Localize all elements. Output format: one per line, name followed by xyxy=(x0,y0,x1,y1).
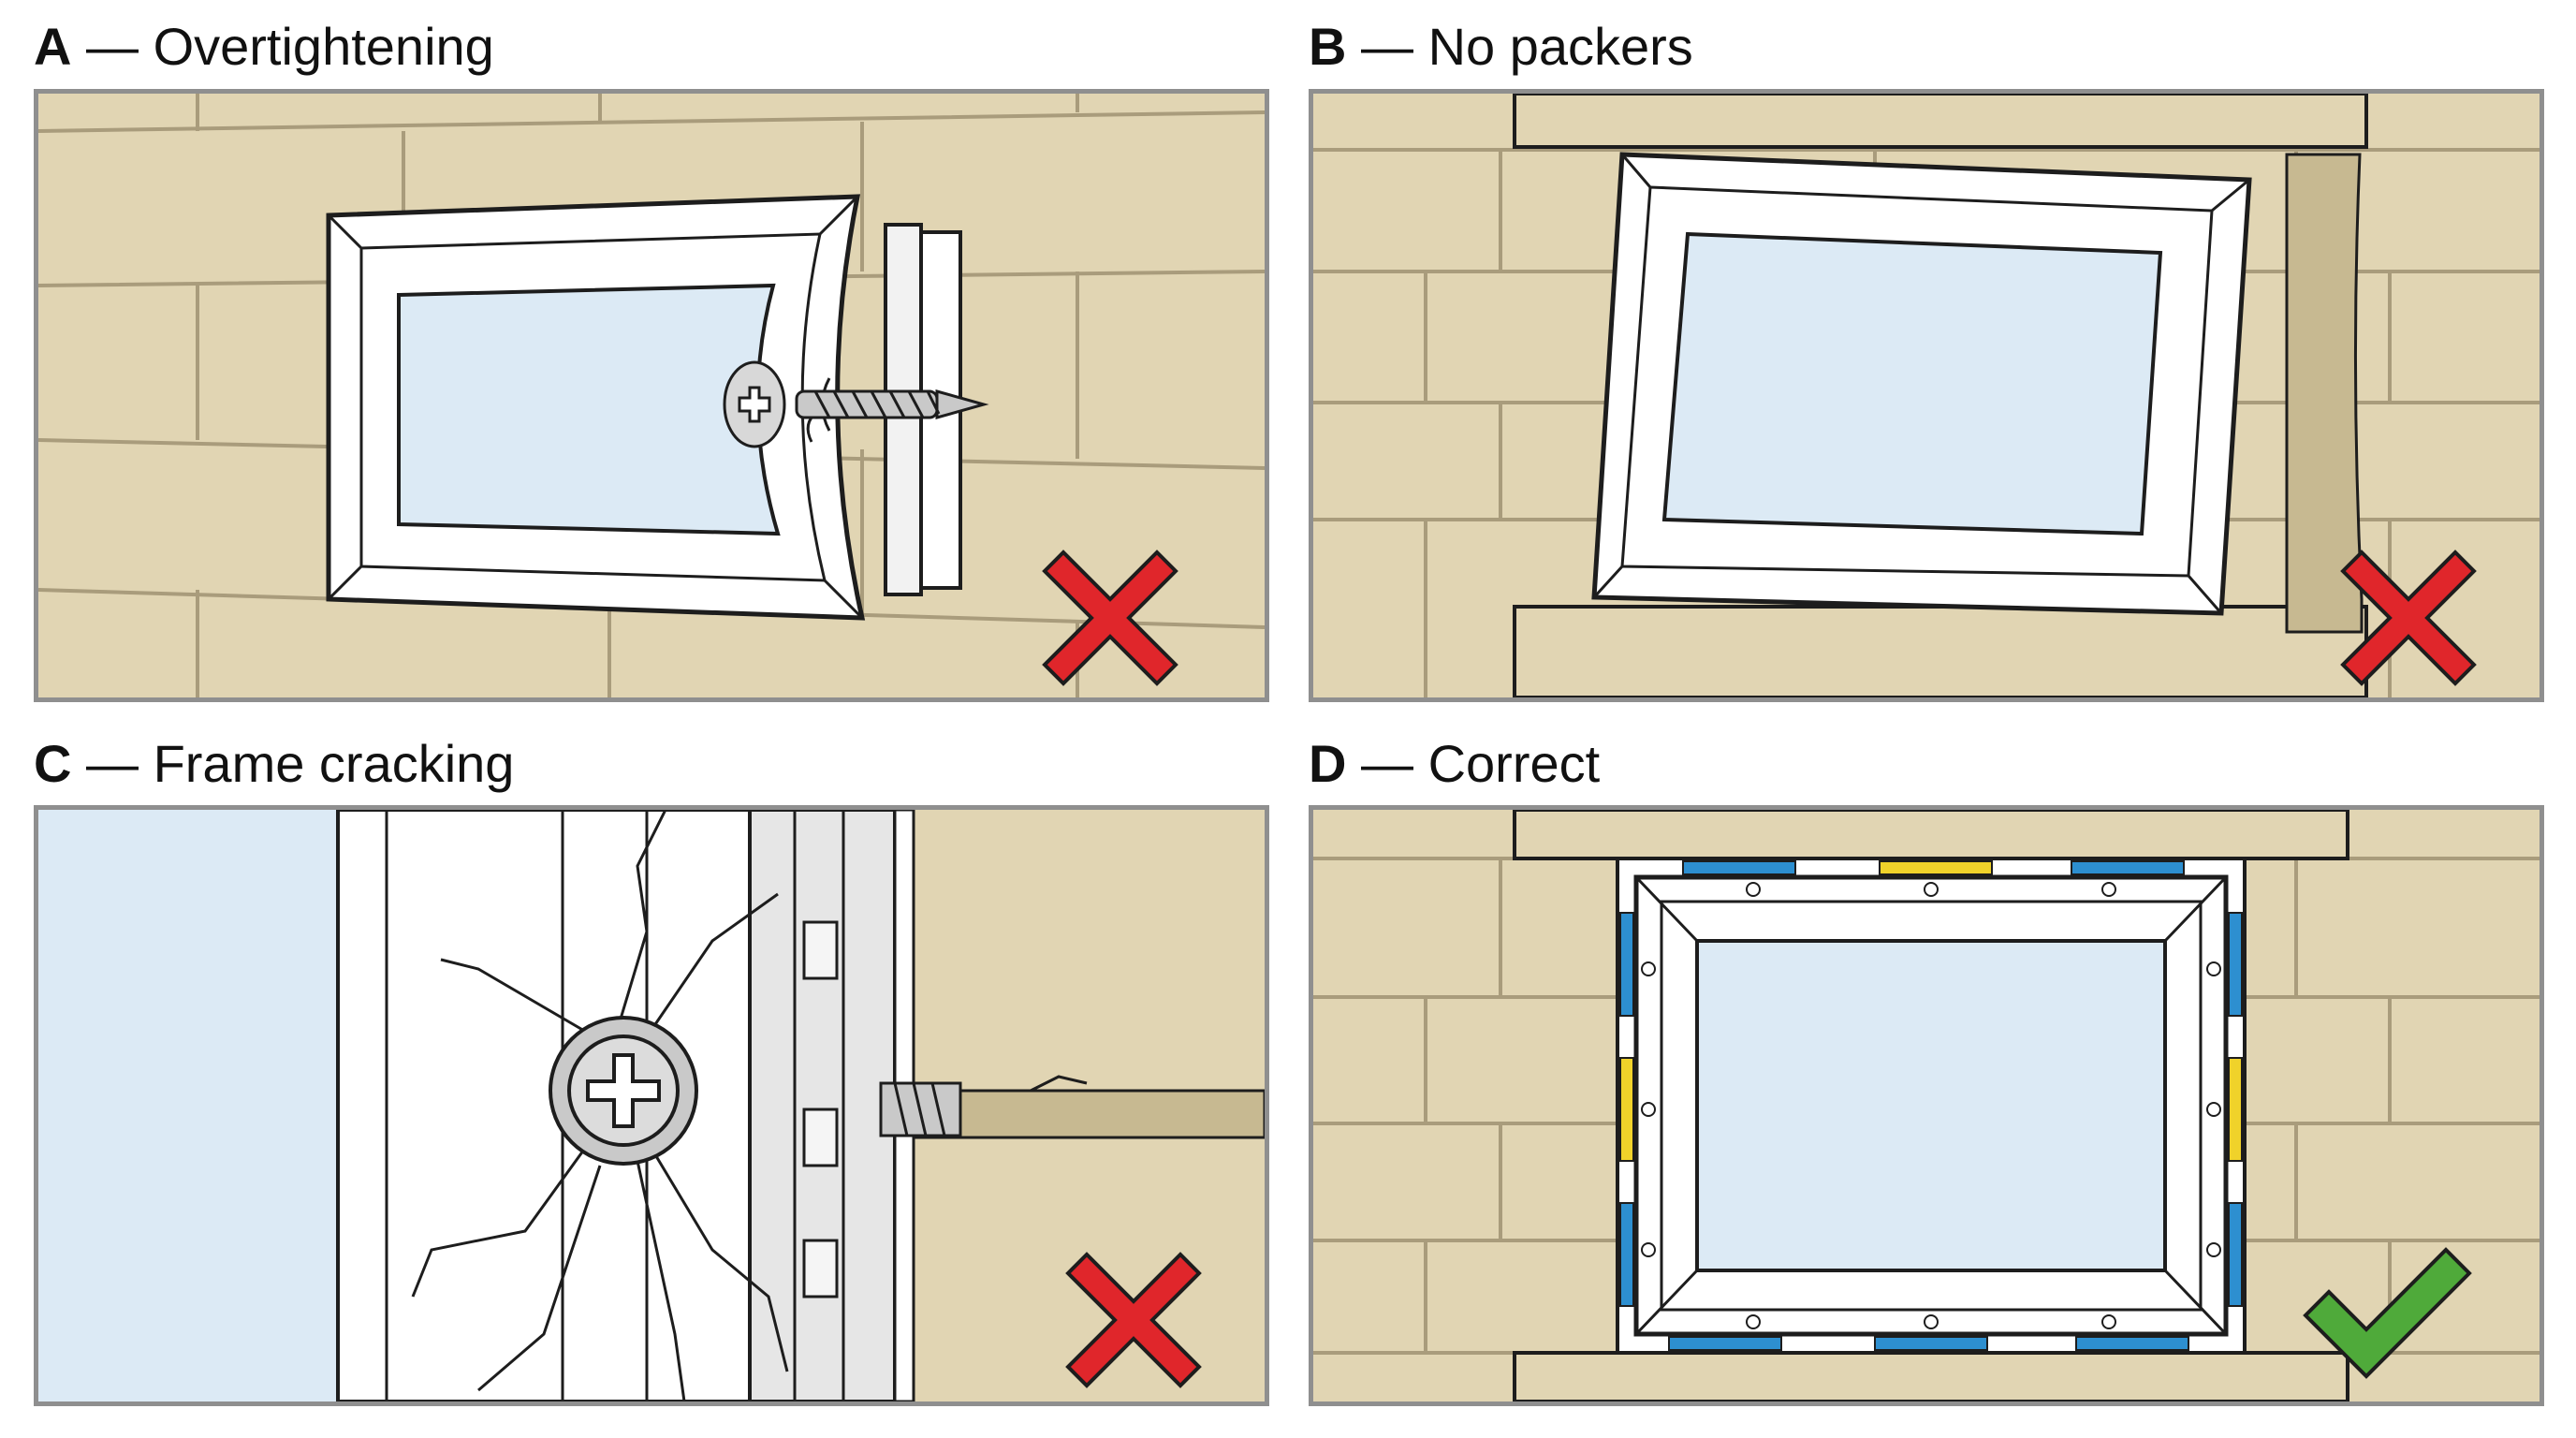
panel-a-title: A — Overtightening xyxy=(34,21,494,73)
check-icon xyxy=(2303,1247,2472,1379)
lintel xyxy=(1513,94,2368,149)
panel-d-separator: — xyxy=(1361,734,1414,793)
panel-b-title: B — No packers xyxy=(1309,21,1693,73)
fixings xyxy=(1641,882,2221,1329)
panel-d-title: D — Correct xyxy=(1309,738,1600,790)
panel-b-illustration xyxy=(1309,89,2544,702)
no-packers-illustration xyxy=(1313,94,2539,697)
cross-icon xyxy=(1042,550,1178,686)
panel-c-caption: Frame cracking xyxy=(153,734,515,793)
sill xyxy=(1513,1351,2349,1401)
overtightening-illustration xyxy=(38,94,1265,697)
panel-b-separator: — xyxy=(1361,17,1414,76)
panel-d-caption: Correct xyxy=(1427,734,1601,793)
panel-c-title: C — Frame cracking xyxy=(34,738,514,790)
panel-a-letter: A xyxy=(34,17,72,76)
screw-shank xyxy=(879,1081,962,1137)
sill xyxy=(1513,605,2368,697)
screw xyxy=(723,360,989,448)
misaligned-window-frame xyxy=(1591,152,2252,616)
panel-d-letter: D xyxy=(1309,734,1347,793)
panel-c-separator: — xyxy=(86,734,139,793)
wall-gap xyxy=(2285,153,2364,634)
bowed-window-frame xyxy=(326,194,962,621)
frame-cracking-illustration xyxy=(38,810,1265,1401)
panel-d-illustration xyxy=(1309,805,2544,1406)
cross-icon xyxy=(2340,550,2477,686)
cross-icon xyxy=(1065,1252,1202,1388)
panel-c-letter: C xyxy=(34,734,72,793)
packers xyxy=(1619,860,2243,1351)
panel-a-caption: Overtightening xyxy=(153,17,494,76)
panel-b-caption: No packers xyxy=(1427,17,1693,76)
level-window-frame xyxy=(1633,874,2229,1337)
panel-c-illustration xyxy=(34,805,1269,1406)
panel-b-letter: B xyxy=(1309,17,1347,76)
panel-a-illustration xyxy=(34,89,1269,702)
panel-a-separator: — xyxy=(86,17,139,76)
cracks xyxy=(411,810,789,1401)
correct-installation-illustration xyxy=(1313,810,2539,1401)
glass-pane xyxy=(38,810,338,1401)
lintel xyxy=(1513,810,2349,860)
screw-head xyxy=(549,1016,698,1166)
